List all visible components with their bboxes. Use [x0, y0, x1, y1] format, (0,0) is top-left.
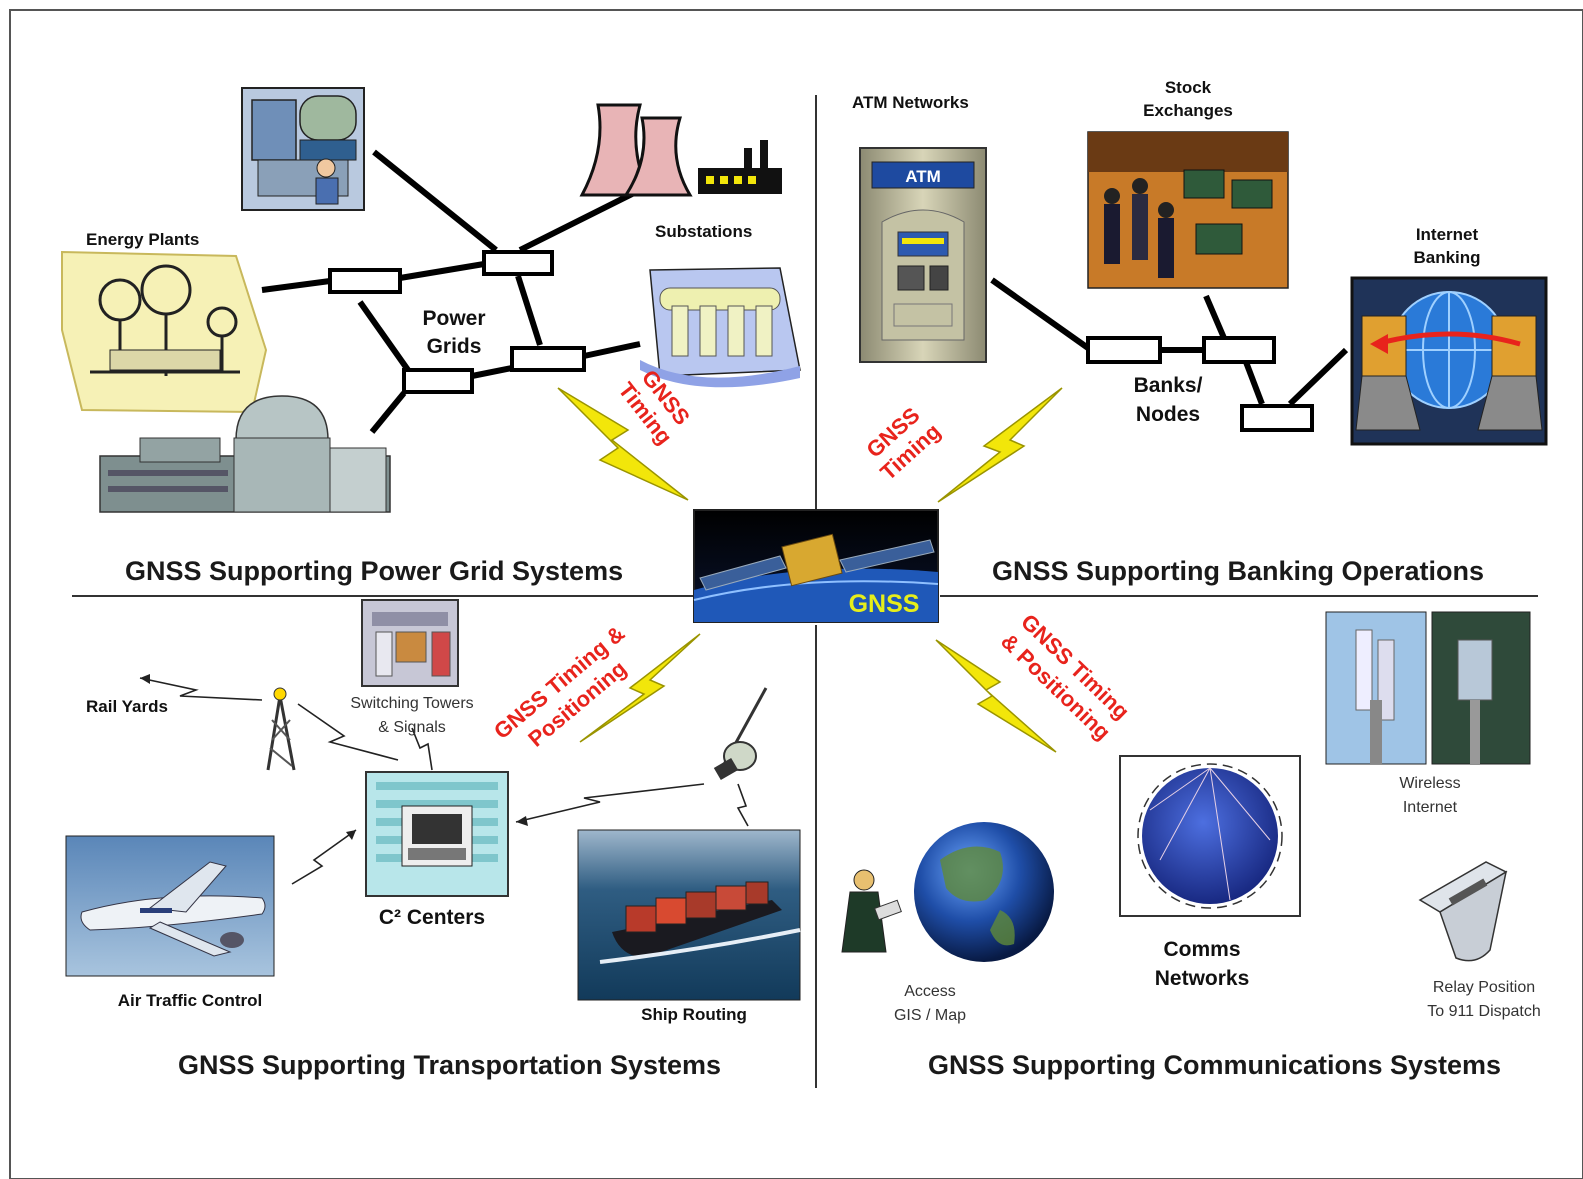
gnss-satellite-center: GNSS [693, 509, 939, 623]
relay-position-label-line2: To 911 Dispatch [1427, 1003, 1541, 1020]
internet-banking-image [1350, 276, 1548, 446]
switching-towers-image [361, 599, 459, 687]
rail-yards-label: Rail Yards [86, 697, 168, 716]
lightning-bolt-icon [579, 633, 701, 743]
nuclear-plant-image [99, 395, 391, 513]
bank-node [1240, 404, 1314, 432]
switching-towers-label-line1: Switching Towers [350, 695, 473, 712]
mobile-phone-icon [1418, 861, 1508, 962]
relay-position-label-line1: Relay Position [1433, 979, 1535, 996]
comms-networks-label-line1: Comms [1163, 938, 1240, 961]
bank-node [1202, 336, 1276, 364]
power-grids-label-line1: Power [422, 307, 485, 330]
earth-globe-image [914, 822, 1054, 962]
power-grid-title: GNSS Supporting Power Grid Systems [125, 556, 623, 586]
ship-routing-label: Ship Routing [641, 1005, 747, 1024]
energy-plant-image [61, 250, 268, 414]
ship-image [577, 829, 801, 1001]
power-grid-quadrant: Substations Energy Plants [61, 87, 801, 586]
lightning-bolt-icon [557, 387, 689, 501]
bank-node [1086, 336, 1162, 364]
stock-exchange-image [1087, 131, 1289, 289]
stock-exchanges-label-line1: Stock [1165, 78, 1212, 97]
hydro-dam-image [640, 267, 801, 388]
atm-image: ATM [859, 147, 987, 363]
transportation-title: GNSS Supporting Transportation Systems [178, 1050, 721, 1080]
wireless-internet-label-line1: Wireless [1399, 775, 1460, 792]
stock-exchanges-label-line2: Exchanges [1143, 101, 1233, 120]
air-traffic-control-label: Air Traffic Control [118, 991, 263, 1010]
energy-plants-label: Energy Plants [86, 230, 199, 249]
internet-banking-label-line2: Banking [1413, 248, 1480, 267]
communications-title: GNSS Supporting Communications Systems [928, 1050, 1501, 1080]
grid-node [402, 368, 474, 394]
small-satellite-icon [713, 687, 768, 781]
control-room-image [241, 87, 365, 211]
lightning-bolt-icon [937, 387, 1063, 503]
air-traffic-image [65, 835, 275, 977]
lightning-bolt-icon [935, 639, 1057, 753]
comms-networks-label-line2: Networks [1155, 967, 1250, 990]
substations-label: Substations [655, 222, 752, 241]
internet-banking-label-line1: Internet [1416, 225, 1479, 244]
person-with-map-icon [841, 869, 902, 953]
switching-towers-label-line2: & Signals [378, 719, 446, 736]
c2-centers-label: C² Centers [379, 906, 485, 929]
c2-center-building-image [365, 771, 509, 897]
solar-panel-icon [839, 539, 935, 573]
banks-nodes-label-line1: Banks/ [1134, 374, 1203, 397]
solar-panel-icon [699, 555, 787, 591]
power-grids-label-line2: Grids [427, 335, 482, 358]
comms-network-globe-image [1119, 755, 1301, 917]
atm-networks-label: ATM Networks [852, 93, 969, 112]
cooling-towers-image [579, 103, 782, 197]
banking-title: GNSS Supporting Banking Operations [992, 556, 1484, 586]
grid-node [510, 346, 586, 372]
gnss-center-label: GNSS [849, 590, 920, 618]
access-gis-label-line1: Access [904, 983, 956, 1000]
radio-tower-icon [266, 687, 296, 771]
satellite-icon [781, 533, 843, 587]
atm-sign: ATM [905, 167, 941, 186]
wireless-internet-label-line2: Internet [1403, 799, 1458, 816]
grid-node [482, 250, 554, 276]
access-gis-label-line2: GIS / Map [894, 1007, 966, 1024]
grid-node [328, 268, 402, 294]
banks-nodes-label-line2: Nodes [1136, 403, 1200, 426]
wireless-antenna-image [1325, 611, 1531, 765]
